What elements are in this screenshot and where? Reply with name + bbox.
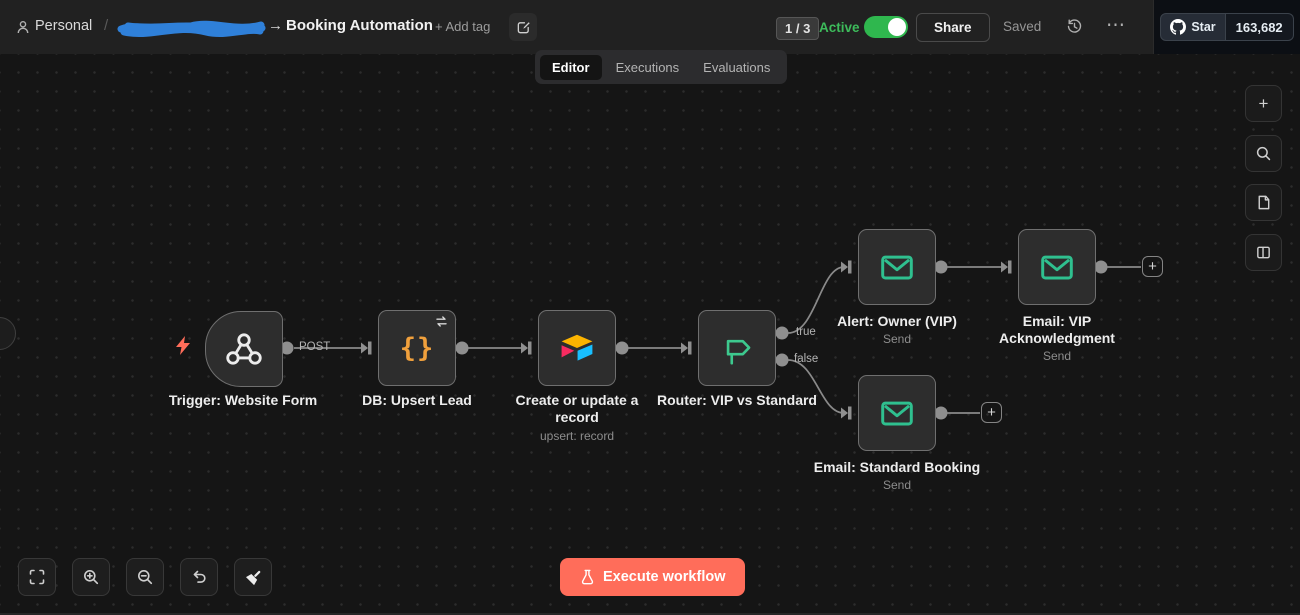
email-icon [881,255,913,280]
email-icon [1041,255,1073,280]
tidy-up-button[interactable] [234,558,272,596]
edit-title-button[interactable] [509,13,537,41]
signpost-icon [726,339,751,365]
sticky-note-button[interactable] [1245,184,1282,221]
window-bottom-edge [0,613,1300,615]
input-ports [361,260,1012,420]
github-star-count[interactable]: 163,682 [1225,13,1294,41]
search-icon [1256,146,1271,161]
toggle-knob [888,18,906,36]
flask-icon [581,569,594,585]
output-port[interactable] [934,406,948,420]
tab-evaluations[interactable]: Evaluations [703,59,771,75]
node-create-or-update-record[interactable] [538,310,616,386]
node-trigger-website-form[interactable] [205,311,283,387]
fit-view-button[interactable] [18,558,56,596]
node-alert-owner-vip[interactable] [858,229,936,305]
node-email-standard-booking[interactable] [858,375,936,451]
github-star-widget[interactable]: Star 163,682 [1160,13,1294,41]
github-logo-icon [1170,19,1187,35]
output-port[interactable] [280,341,294,355]
output-port[interactable] [1094,260,1108,274]
workspace-breadcrumb[interactable]: Personal [35,18,93,34]
redacted-project-scribble [117,20,266,38]
fit-view-icon [29,569,45,585]
tab-editor[interactable]: Editor [540,54,602,80]
port-label-true: true [796,326,816,338]
undo-icon [193,570,206,583]
output-port[interactable] [615,341,629,355]
port-label-false: false [794,353,819,365]
node-subtitle: Send [882,478,912,492]
breadcrumb-arrow: → [268,17,283,34]
toggle-panel-button[interactable] [1245,234,1282,271]
email-icon [881,401,913,426]
person-icon [17,21,29,34]
node-db-upsert-lead[interactable]: {} [378,310,456,386]
node-label: DB: Upsert Lead [362,392,472,408]
node-subtitle: upsert: record [539,429,615,443]
code-braces-icon: {} [399,332,435,364]
node-label: Email: VIP Acknowledgment [999,313,1115,346]
page-icon [1258,195,1270,210]
node-email-vip-acknowledgment[interactable] [1018,229,1096,305]
output-port-false[interactable] [775,353,789,367]
zoom-out-icon [138,570,153,585]
split-panel-icon [1257,246,1270,259]
view-tabs: Editor Executions Evaluations [535,50,788,84]
active-label: Active [819,20,860,35]
wire-router-true [787,266,845,334]
breadcrumb-separator: / [104,17,109,34]
airtable-icon [561,334,593,361]
node-subtitle: Send [882,332,912,346]
add-node-endpoint[interactable]: + [1142,256,1163,277]
add-tag-button[interactable]: + Add tag [435,19,491,34]
node-label: Trigger: Website Form [168,392,318,408]
share-button[interactable]: Share [916,13,990,42]
page-indicator-badge: 1 / 3 [776,17,820,40]
plus-icon: + [1258,93,1269,113]
port-label-post: POST [299,341,331,353]
search-button[interactable] [1245,135,1282,172]
github-star-button[interactable]: Star [1160,13,1226,41]
wire-router-false [787,359,845,414]
history-icon[interactable] [1066,18,1083,35]
github-section: Star 163,682 [1153,0,1300,54]
node-label: Create or update a record [515,392,639,425]
active-toggle[interactable] [864,16,908,38]
workflow-title[interactable]: Booking Automation [286,17,433,34]
undo-button[interactable] [180,558,218,596]
zoom-in-button[interactable] [72,558,110,596]
node-label: Alert: Owner (VIP) [837,313,957,329]
add-node-button[interactable]: + [1245,85,1282,122]
node-subtitle: Send [1042,349,1072,363]
zoom-in-icon [84,570,99,585]
saved-status: Saved [1003,19,1042,34]
loop-refresh-icon [436,316,447,327]
output-port-true[interactable] [775,326,789,340]
add-node-endpoint[interactable]: + [981,402,1002,423]
node-router-vip-vs-standard[interactable] [698,310,776,386]
execute-workflow-button[interactable]: Execute workflow [560,558,746,596]
output-port[interactable] [934,260,948,274]
trigger-bolt-icon [176,336,190,355]
execute-workflow-label: Execute workflow [603,569,726,585]
header-bar: Personal / → Booking Automation + Add ta… [0,0,1300,54]
webhook-icon [226,333,262,365]
output-port[interactable] [455,341,469,355]
tab-executions[interactable]: Executions [615,59,680,75]
broom-icon [245,570,260,585]
github-star-label: Star [1191,20,1216,34]
node-label: Router: VIP vs Standard [656,392,817,408]
zoom-out-button[interactable] [126,558,164,596]
node-label: Email: Standard Booking [813,459,981,475]
pencil-square-icon [517,21,530,33]
more-options-button[interactable]: ⋯ [1106,15,1126,36]
